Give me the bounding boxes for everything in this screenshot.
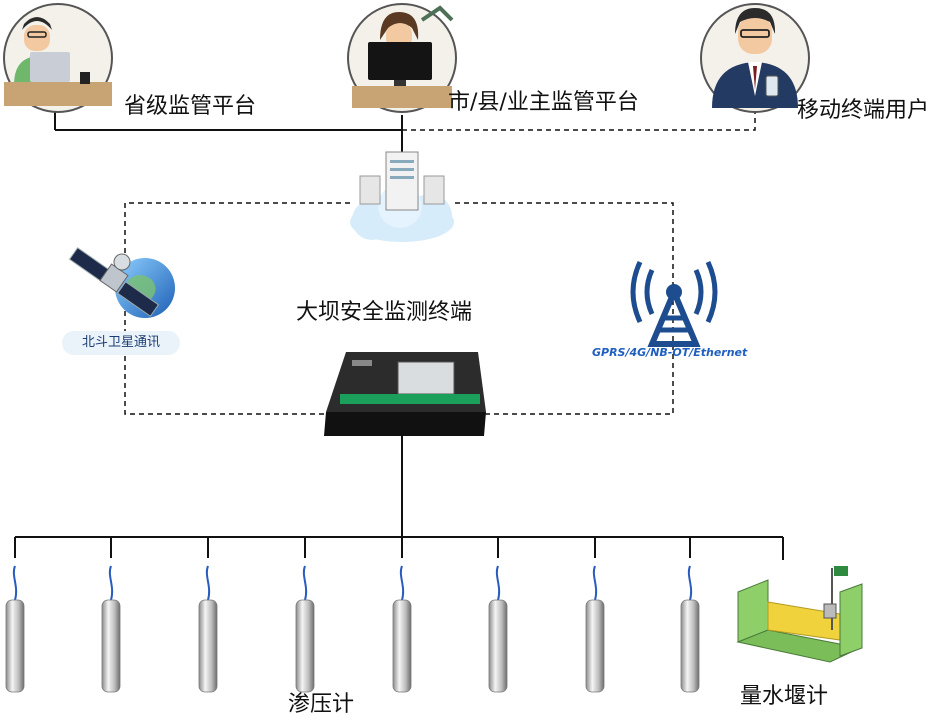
piezometer-sensor-icon [5, 565, 25, 693]
network-label: GPRS/4G/NB-OT/Ethernet [592, 346, 748, 359]
piezometer-sensor-icon [198, 565, 218, 693]
connection-lines [14, 85, 784, 560]
desktop-user-avatar-icon [347, 3, 457, 113]
beidou-label: 北斗卫星通讯 [62, 331, 180, 355]
weir-meter-icon [736, 566, 863, 663]
provincial-platform-label: 省级监管平台 [124, 94, 257, 119]
piezometer-label: 渗压计 [288, 692, 355, 717]
weir-label: 量水堰计 [740, 684, 829, 709]
signal-tower-icon [630, 260, 718, 347]
piezometer-sensor-icon [680, 565, 700, 693]
piezometer-sensor-icon [488, 565, 508, 693]
monitoring-terminal-device-icon [324, 352, 486, 436]
mobile-user-label: 移动终端用户 [797, 98, 930, 123]
piezometer-sensor-icon [101, 565, 121, 693]
piezometer-sensors [5, 565, 700, 693]
city-platform-label: 市/县/业主监管平台 [448, 90, 639, 115]
businessman-avatar-icon [700, 3, 810, 113]
terminal-label: 大坝安全监测终端 [296, 300, 473, 325]
piezometer-sensor-icon [295, 565, 315, 693]
piezometer-sensor-icon [392, 565, 412, 693]
satellite-globe-icon [68, 247, 175, 318]
laptop-user-avatar-icon [3, 3, 113, 113]
piezometer-sensor-icon [585, 565, 605, 693]
cloud-server-icon [350, 151, 454, 242]
